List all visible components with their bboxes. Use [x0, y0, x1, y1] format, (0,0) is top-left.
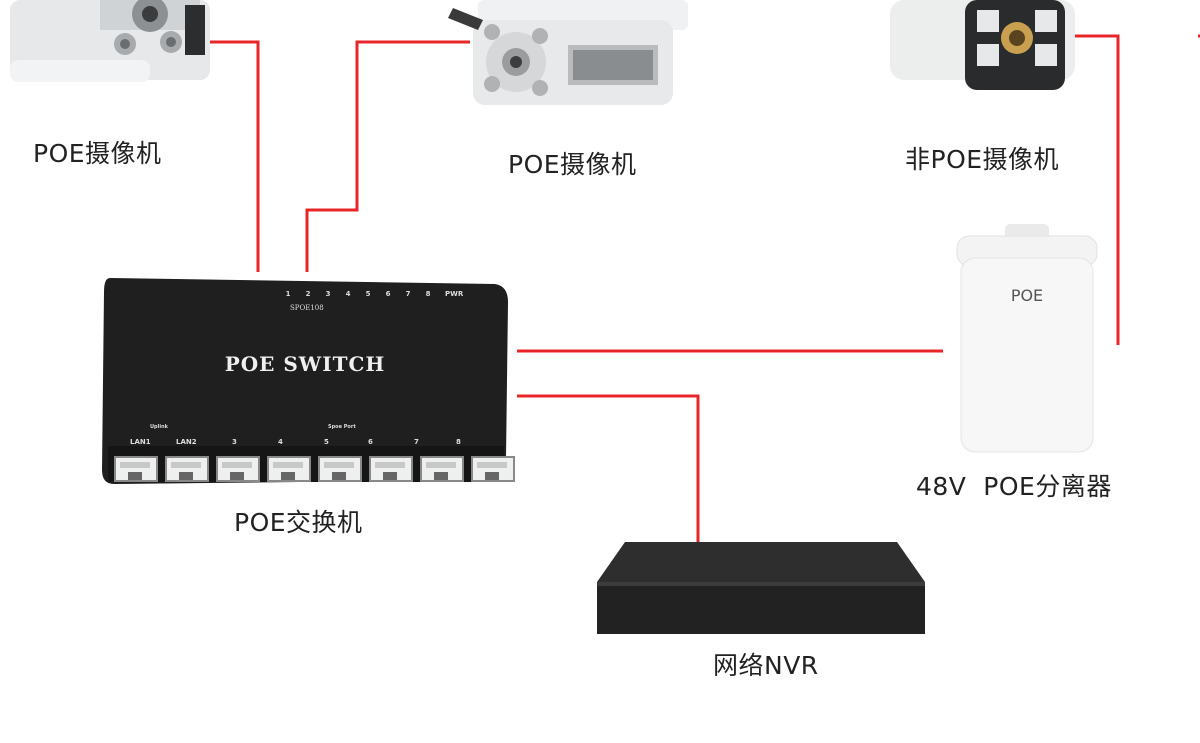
splitter-text: POE	[955, 286, 1099, 305]
poe-camera-center-image	[448, 0, 693, 110]
port-lan2	[165, 456, 209, 482]
wire-switch-nvr	[517, 396, 698, 558]
switch-ports	[114, 456, 515, 482]
port-lan1	[114, 456, 158, 482]
port-3	[216, 456, 260, 482]
label-poe-splitter: 48V POE分离器	[916, 467, 1112, 503]
switch-model: SPOE108	[290, 304, 324, 312]
port-7	[420, 456, 464, 482]
port-8	[471, 456, 515, 482]
switch-title: POE SWITCH	[100, 352, 510, 376]
label-poe-switch: POE交换机	[234, 503, 363, 539]
poe-camera-left-image	[0, 0, 215, 90]
label-poe-camera-center: POE摄像机	[508, 145, 637, 181]
label-non-poe-camera: 非POE摄像机	[905, 140, 1059, 176]
label-network-nvr: 网络NVR	[713, 646, 819, 682]
label-poe-camera-left: POE摄像机	[33, 134, 162, 170]
non-poe-camera-image	[885, 0, 1080, 95]
poe-splitter-device: POE	[955, 222, 1099, 454]
wire-center-camera	[307, 42, 470, 272]
port-4	[267, 456, 311, 482]
network-nvr-device	[595, 542, 927, 638]
port-5	[318, 456, 362, 482]
port-6	[369, 456, 413, 482]
